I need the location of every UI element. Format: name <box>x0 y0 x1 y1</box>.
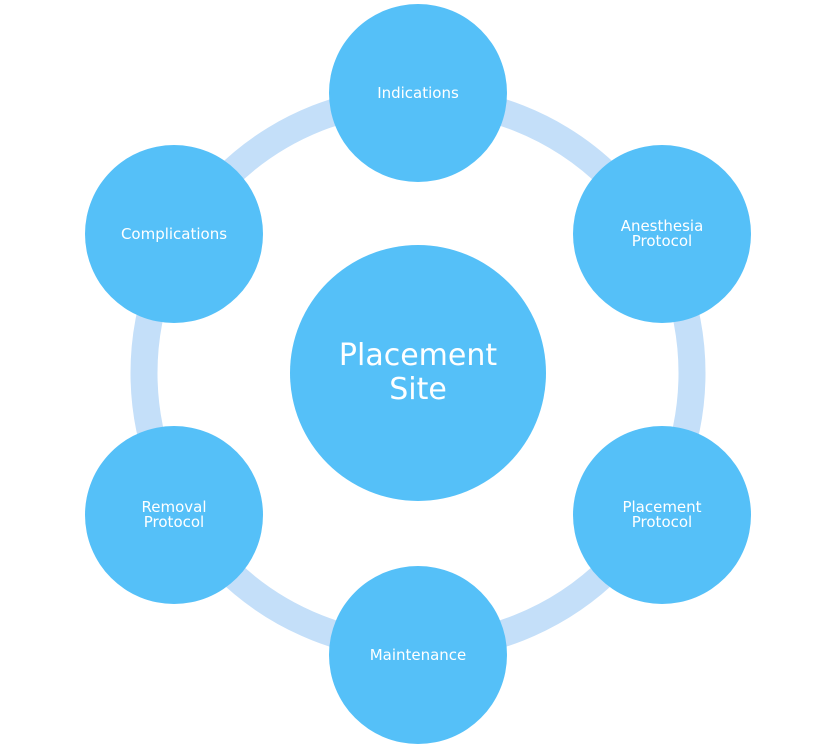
node-indications: Indications <box>329 4 507 182</box>
node-removal-protocol: Removal Protocol <box>85 426 263 604</box>
node-label-maintenance: Maintenance <box>369 645 467 664</box>
node-label-indications: Indications <box>377 83 459 102</box>
node-maintenance: Maintenance <box>329 566 507 744</box>
node-label-removal-protocol: Removal Protocol <box>141 498 207 531</box>
node-complications: Complications <box>85 145 263 323</box>
node-anesthesia-protocol: Anesthesia Protocol <box>573 145 751 323</box>
center-node-placement-site: Placement Site <box>290 245 546 501</box>
node-label-complications: Complications <box>120 224 228 243</box>
center-node-label: Placement Site <box>338 337 498 407</box>
node-placement-protocol: Placement Protocol <box>573 426 751 604</box>
node-label-placement-protocol: Placement Protocol <box>622 498 702 531</box>
node-label-anesthesia-protocol: Anesthesia Protocol <box>620 217 704 250</box>
